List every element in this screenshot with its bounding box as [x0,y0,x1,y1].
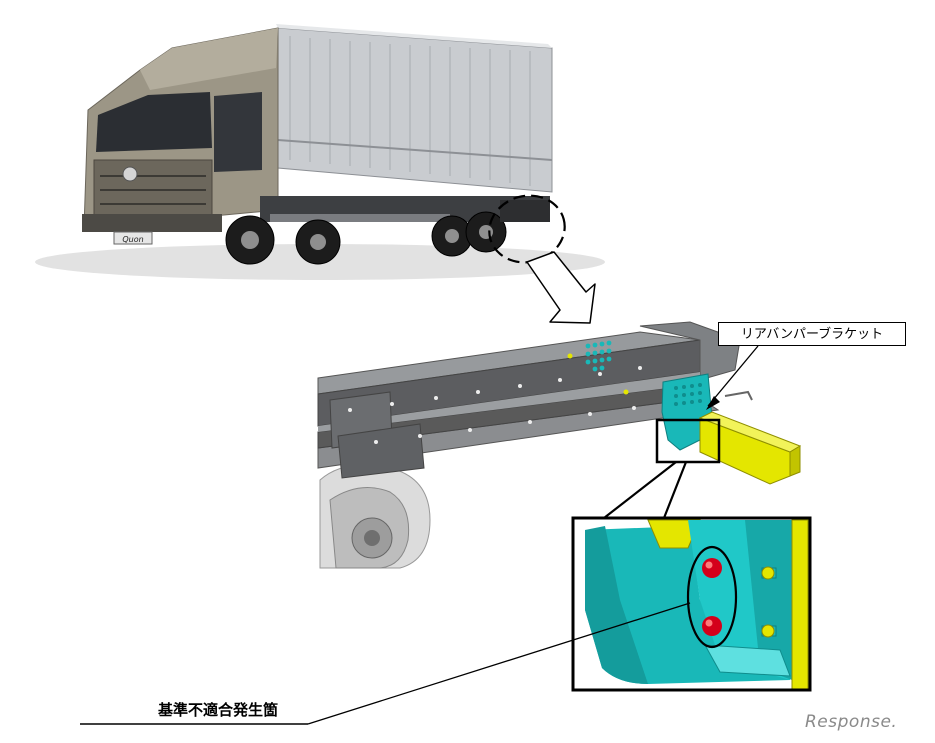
zoom-source-box [655,418,721,464]
response-watermark: Response. [805,712,898,732]
detail-inset [571,516,812,692]
callout-label-rear-bumper-bracket: リアバンパーブラケット [718,322,906,346]
defect-bolt-upper [702,558,722,578]
truck-badge: Quon [122,235,143,244]
zoom-arrow [526,251,596,324]
defect-location-label: 基準不適合発生箇 [157,701,278,719]
truck-image: Quon [35,24,605,280]
chassis-cad-model [317,321,802,569]
callout-leader [707,345,759,407]
defect-bolt-lower [702,616,722,636]
defect-highlight-oval [686,545,738,649]
defect-leader [307,602,691,725]
